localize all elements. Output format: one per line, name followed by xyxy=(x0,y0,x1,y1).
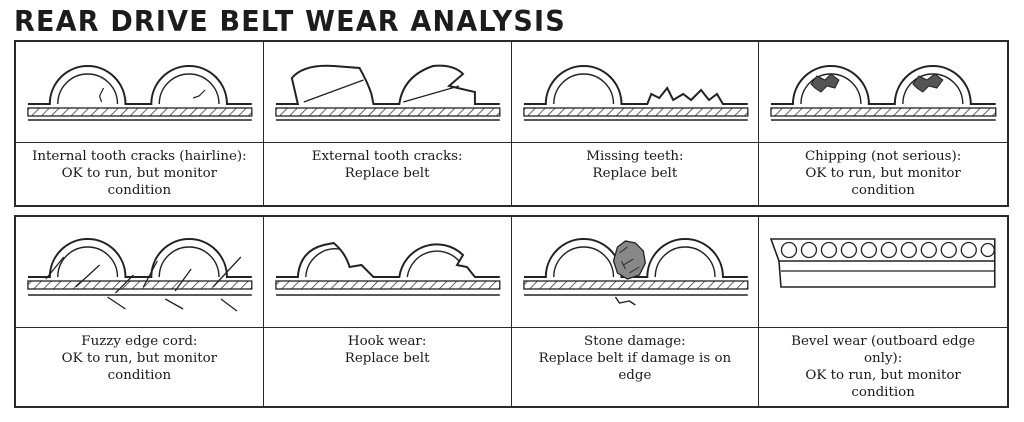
wear-caption: Stone damage: Replace belt if damage is … xyxy=(512,328,759,406)
caption-line: edge xyxy=(618,368,652,383)
caption-line: Bevel wear (outboard edge xyxy=(791,334,976,349)
chipping-diagram xyxy=(759,42,1007,143)
wear-caption: Fuzzy edge cord: OK to run, but monitor … xyxy=(16,328,263,406)
caption-line: condition xyxy=(107,183,172,198)
caption-line: only): xyxy=(863,351,903,366)
caption-line: Replace belt xyxy=(344,166,430,181)
fuzzy-edge-cord-diagram xyxy=(16,217,263,328)
caption-line: condition xyxy=(851,183,915,198)
wear-caption: Bevel wear (outboard edge only): OK to r… xyxy=(759,328,1007,406)
bevel-wear-diagram xyxy=(759,217,1007,328)
caption-line: External tooth cracks: xyxy=(311,149,463,164)
caption-line: Chipping (not serious): xyxy=(804,149,962,164)
missing-teeth-diagram xyxy=(511,42,759,143)
caption-line: Replace belt if damage is on xyxy=(538,351,732,366)
internal-tooth-cracks-diagram xyxy=(16,42,263,143)
caption-line: Internal tooth cracks (hairline): xyxy=(32,149,247,164)
external-tooth-cracks-diagram xyxy=(263,42,511,143)
wear-caption: Hook wear: Replace belt xyxy=(264,328,511,406)
wear-caption: Chipping (not serious): OK to run, but m… xyxy=(759,143,1007,205)
caption-line: Fuzzy edge cord: xyxy=(81,334,198,349)
wear-cell-bevel-wear: Bevel wear (outboard edge only): OK to r… xyxy=(759,217,1007,406)
wear-table-row-2: Fuzzy edge cord: OK to run, but monitor … xyxy=(14,215,1009,408)
wear-cell-fuzzy-edge-cord: Fuzzy edge cord: OK to run, but monitor … xyxy=(16,217,264,406)
wear-table-row-1: Internal tooth cracks (hairline): OK to … xyxy=(14,40,1009,207)
caption-line: condition xyxy=(107,368,172,383)
wear-cell-external-tooth-cracks: External tooth cracks: Replace belt xyxy=(263,42,512,205)
wear-cell-internal-tooth-cracks: Internal tooth cracks (hairline): OK to … xyxy=(16,42,264,205)
wear-caption: Internal tooth cracks (hairline): OK to … xyxy=(16,143,263,205)
hook-wear-diagram xyxy=(263,217,511,328)
page-title: REAR DRIVE BELT WEAR ANALYSIS xyxy=(14,6,566,39)
caption-line: condition xyxy=(851,385,915,400)
wear-cell-hook-wear: Hook wear: Replace belt xyxy=(263,217,512,406)
wear-cell-stone-damage: Stone damage: Replace belt if damage is … xyxy=(511,217,760,406)
wear-caption: External tooth cracks: Replace belt xyxy=(264,143,511,205)
wear-cell-chipping: Chipping (not serious): OK to run, but m… xyxy=(759,42,1007,205)
caption-line: Missing teeth: xyxy=(586,149,684,164)
caption-line: Replace belt xyxy=(344,351,430,366)
stone-damage-diagram xyxy=(511,217,759,328)
caption-line: OK to run, but monitor xyxy=(805,166,961,181)
caption-line: Hook wear: xyxy=(347,334,427,349)
caption-line: Stone damage: xyxy=(584,334,686,349)
wear-caption: Missing teeth: Replace belt xyxy=(512,143,759,205)
wear-cell-missing-teeth: Missing teeth: Replace belt xyxy=(511,42,760,205)
caption-line: OK to run, but monitor xyxy=(805,368,961,383)
caption-line: Replace belt xyxy=(592,166,678,181)
caption-line: OK to run, but monitor xyxy=(61,166,218,181)
caption-line: OK to run, but monitor xyxy=(61,351,218,366)
